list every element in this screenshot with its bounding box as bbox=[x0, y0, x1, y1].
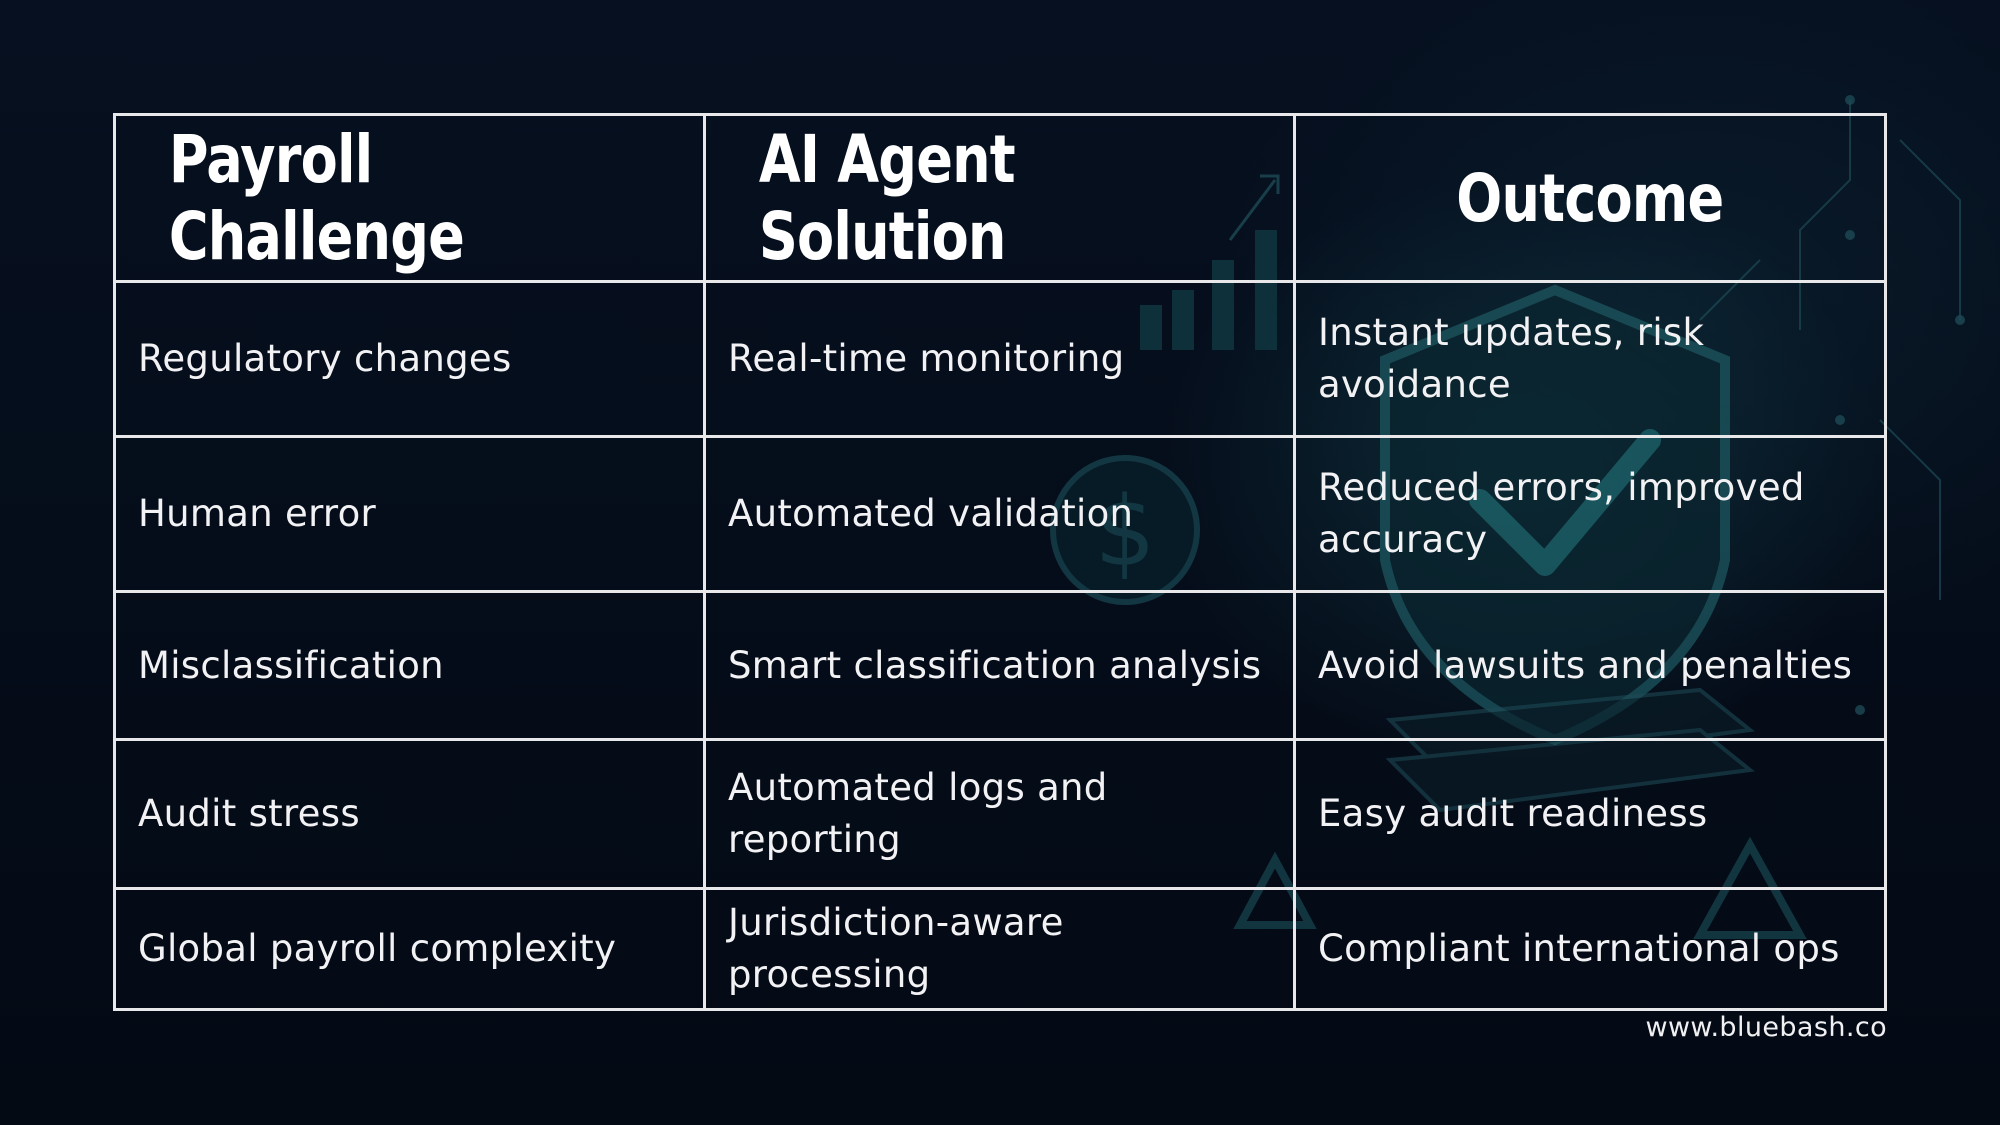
table-cell-solution: Jurisdiction-aware processing bbox=[706, 890, 1296, 1008]
header-cell: AI Agent Solution bbox=[706, 116, 1296, 283]
table-cell-challenge: Misclassification bbox=[116, 593, 706, 741]
table-cell-outcome: Avoid lawsuits and penalties bbox=[1296, 593, 1884, 741]
header-cell: Outcome bbox=[1296, 116, 1884, 283]
header-payroll-challenge: Payroll Challenge bbox=[168, 121, 465, 275]
table-cell-solution: Automated validation bbox=[706, 438, 1296, 593]
table-cell-solution: Automated logs and reporting bbox=[706, 741, 1296, 890]
table-cell-outcome: Compliant international ops bbox=[1318, 927, 1840, 970]
table-cell-solution: Smart classification analysis bbox=[706, 593, 1296, 741]
table-cell-challenge: Global payroll complexity bbox=[116, 890, 706, 1008]
table-cell-solution: Real-time monitoring bbox=[706, 283, 1296, 438]
header-ai-agent-solution: AI Agent Solution bbox=[758, 121, 1016, 275]
website-link[interactable]: www.bluebash.co bbox=[1645, 1012, 1887, 1043]
table-cell-outcome: Easy audit readiness bbox=[1296, 741, 1884, 890]
header-cell: Payroll Challenge bbox=[116, 116, 706, 283]
table-cell-outcome: Instant updates, risk avoidance bbox=[1296, 283, 1884, 438]
table-cell-challenge: Human error bbox=[116, 438, 706, 593]
comparison-table: Payroll Challenge AI Agent Solution Outc… bbox=[113, 113, 1887, 1011]
table-cell-outcome: Reduced errors, improved accuracy bbox=[1296, 438, 1884, 593]
table-cell-challenge: Audit stress bbox=[116, 741, 706, 890]
header-outcome: Outcome bbox=[1456, 159, 1724, 237]
table-cell-challenge: Regulatory changes bbox=[116, 283, 706, 438]
